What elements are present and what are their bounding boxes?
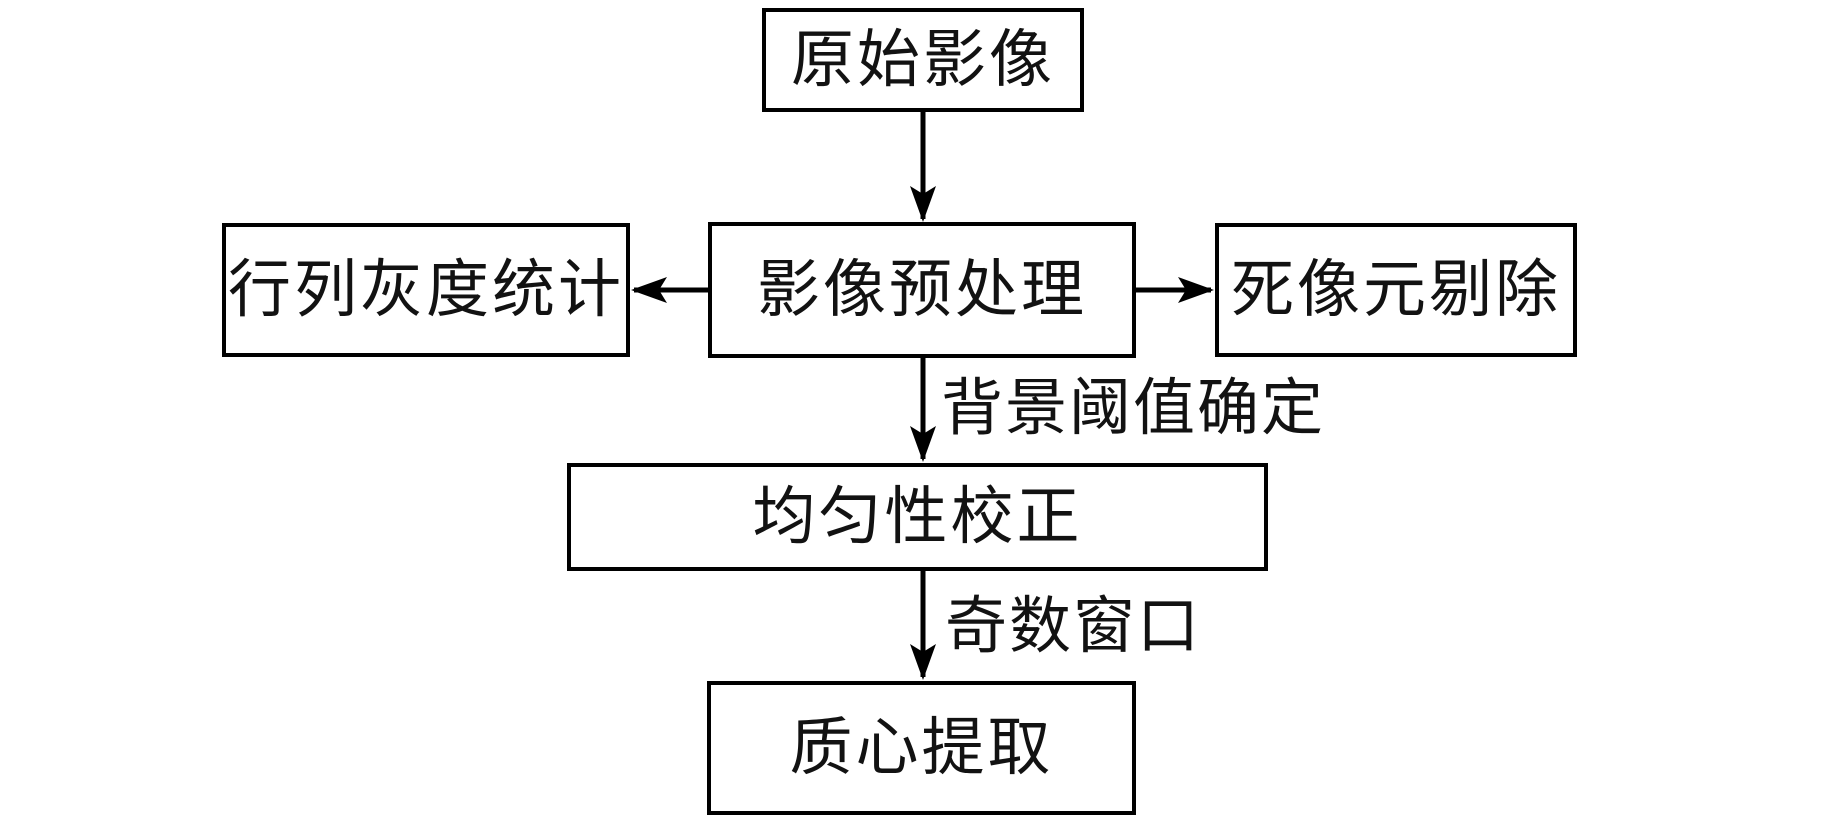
node-dead-pixel-removal-label: 死像元剔除 bbox=[1231, 254, 1561, 325]
node-original-image-label: 原始影像 bbox=[791, 24, 1055, 95]
node-centroid-extraction-label: 质心提取 bbox=[789, 712, 1054, 783]
node-centroid-extraction: 质心提取 bbox=[707, 681, 1136, 815]
node-original-image: 原始影像 bbox=[762, 8, 1084, 112]
node-image-preprocessing-label: 影像预处理 bbox=[757, 254, 1087, 325]
node-image-preprocessing: 影像预处理 bbox=[708, 222, 1136, 358]
edge-label-odd-window: 奇数窗口 bbox=[945, 593, 1202, 661]
node-uniformity-correction-label: 均匀性校正 bbox=[752, 481, 1083, 552]
node-dead-pixel-removal: 死像元剔除 bbox=[1215, 223, 1577, 357]
node-uniformity-correction: 均匀性校正 bbox=[567, 463, 1268, 571]
edge-label-background-threshold: 背景阈值确定 bbox=[941, 375, 1326, 443]
node-row-col-gray-stats: 行列灰度统计 bbox=[222, 223, 630, 357]
node-row-col-gray-stats-label: 行列灰度统计 bbox=[228, 254, 624, 325]
